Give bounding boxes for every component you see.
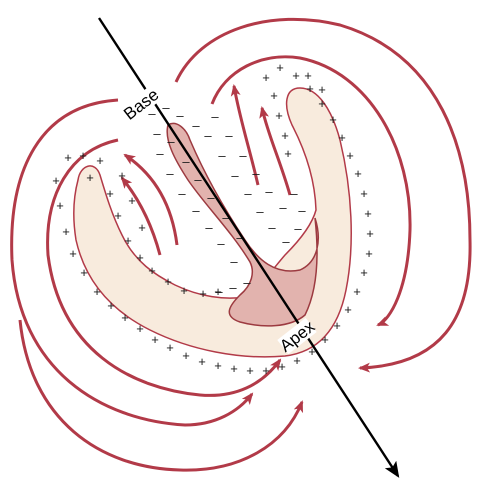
minus-sign: – — [231, 168, 239, 183]
plus-sign: + — [346, 148, 354, 163]
minus-sign: – — [156, 146, 164, 161]
plus-sign: + — [148, 263, 156, 278]
minus-sign: – — [268, 220, 276, 235]
plus-sign: + — [364, 206, 372, 221]
plus-sign: + — [64, 150, 72, 165]
minus-sign: – — [282, 234, 290, 249]
plus-sign: + — [262, 70, 270, 85]
plus-sign: + — [366, 226, 374, 241]
minus-sign: – — [265, 184, 273, 199]
minus-sign: – — [162, 100, 170, 115]
plus-sign: + — [118, 168, 126, 183]
plus-sign: + — [80, 265, 88, 280]
plus-sign: + — [284, 146, 292, 161]
plus-sign: + — [214, 358, 222, 373]
plus-sign: + — [93, 284, 101, 299]
plus-sign: + — [318, 96, 326, 111]
minus-sign: – — [192, 118, 200, 133]
plus-sign: + — [182, 348, 190, 363]
plus-sign: + — [281, 128, 289, 143]
minus-sign: – — [166, 166, 174, 181]
minus-sign: – — [176, 108, 184, 123]
minus-sign: – — [298, 203, 306, 218]
plus-sign: + — [198, 354, 206, 369]
plus-sign: + — [333, 318, 341, 333]
plus-sign: + — [180, 283, 188, 298]
plus-sign: + — [86, 170, 94, 185]
minus-sign: – — [279, 200, 287, 215]
minus-sign: – — [218, 148, 226, 163]
plus-sign: + — [353, 284, 361, 299]
plus-sign: + — [360, 186, 368, 201]
minus-sign: – — [230, 254, 238, 269]
plus-sign: + — [306, 81, 314, 96]
plus-sign: + — [354, 166, 362, 181]
plus-sign: + — [166, 340, 174, 355]
minus-sign: – — [153, 126, 161, 141]
base-label-group: Base — [120, 85, 162, 124]
plus-sign: + — [360, 265, 368, 280]
plus-sign: + — [321, 332, 329, 347]
minus-sign: – — [252, 166, 260, 181]
minus-sign: – — [204, 128, 212, 143]
plus-sign: + — [124, 233, 132, 248]
plus-sign: + — [292, 68, 300, 83]
plus-sign: + — [278, 359, 286, 374]
plus-sign: + — [107, 298, 115, 313]
plus-sign: + — [69, 246, 77, 261]
plus-sign: + — [52, 173, 60, 188]
plus-sign: + — [270, 88, 278, 103]
plus-sign: + — [96, 153, 104, 168]
plus-sign: + — [136, 250, 144, 265]
plus-sign: + — [128, 193, 136, 208]
minus-sign: – — [178, 186, 186, 201]
plus-sign: + — [114, 208, 122, 223]
plus-sign: + — [318, 82, 326, 97]
minus-sign: – — [229, 280, 237, 295]
minus-sign: – — [215, 284, 223, 299]
plus-sign: + — [136, 321, 144, 336]
plus-sign: + — [329, 112, 337, 127]
plus-sign: + — [275, 108, 283, 123]
plus-sign: + — [304, 68, 312, 83]
plus-sign: + — [62, 224, 70, 239]
minus-sign: – — [211, 109, 219, 124]
plus-sign: + — [344, 302, 352, 317]
plus-sign: + — [230, 361, 238, 376]
plus-sign: + — [164, 274, 172, 289]
plus-sign: + — [246, 363, 254, 378]
plus-sign: + — [151, 332, 159, 347]
plus-sign: + — [365, 246, 373, 261]
minus-sign: – — [217, 236, 225, 251]
plus-sign: + — [262, 363, 270, 378]
plus-sign: + — [79, 148, 87, 163]
minus-sign: – — [294, 221, 302, 236]
plus-sign: + — [293, 353, 301, 368]
minus-sign: – — [205, 220, 213, 235]
plus-sign: + — [138, 220, 146, 235]
plus-sign: + — [338, 130, 346, 145]
minus-sign: – — [243, 275, 251, 290]
plus-sign: + — [106, 186, 114, 201]
minus-sign: – — [225, 128, 233, 143]
plus-sign: + — [121, 310, 129, 325]
minus-sign: – — [239, 148, 247, 163]
minus-sign: – — [192, 203, 200, 218]
plus-sign: + — [276, 60, 284, 75]
electrical-axis — [99, 18, 398, 476]
minus-sign: – — [290, 186, 298, 201]
plus-sign: + — [56, 198, 64, 213]
plus-sign: + — [199, 286, 207, 301]
minus-sign: – — [256, 204, 264, 219]
minus-sign: – — [167, 134, 175, 149]
base-label: Base — [120, 85, 162, 124]
minus-sign: – — [244, 186, 252, 201]
